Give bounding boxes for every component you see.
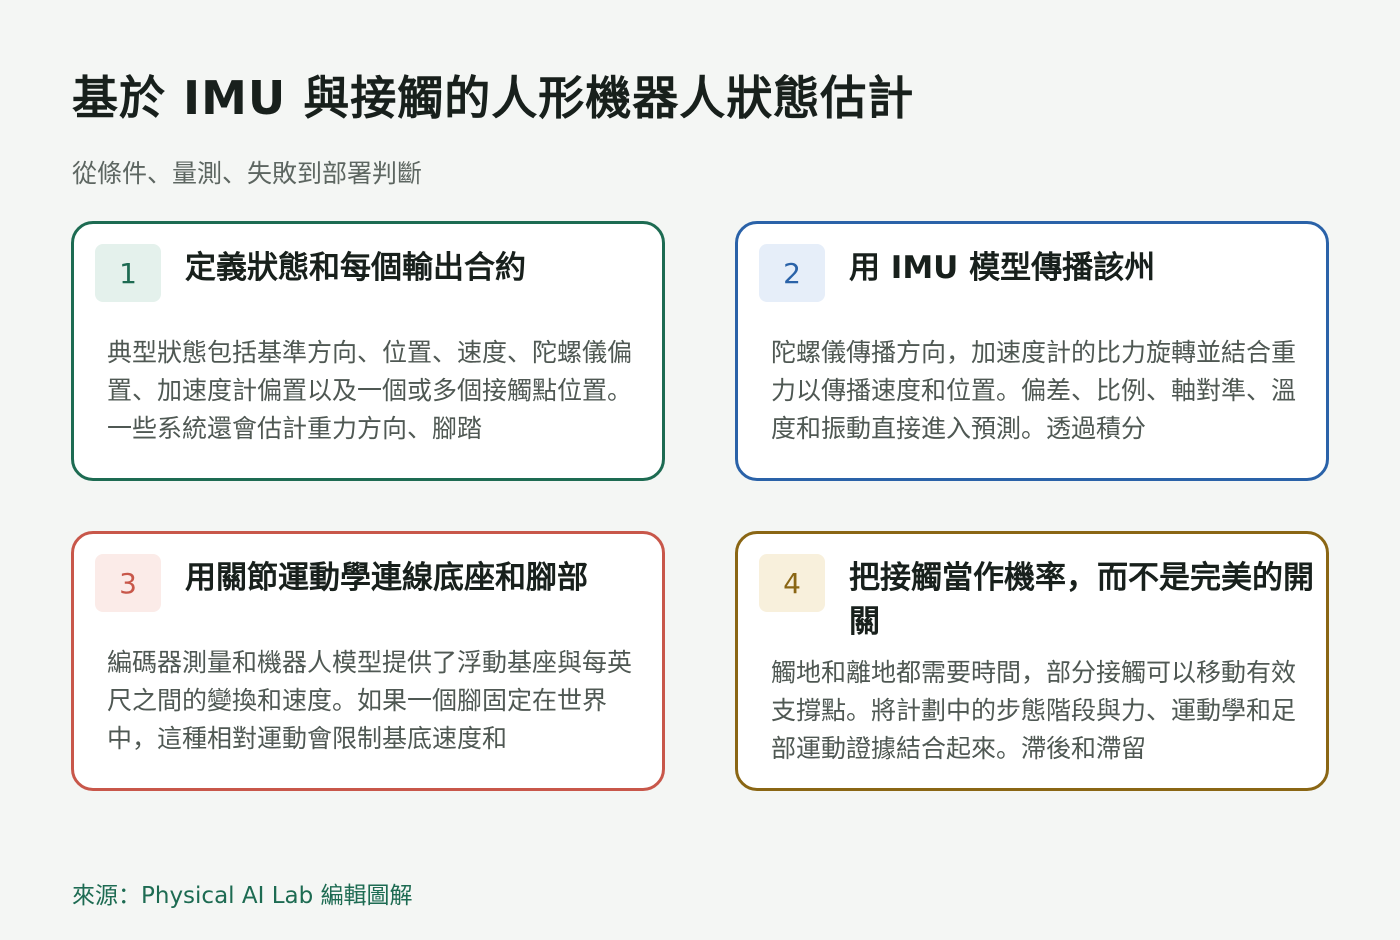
step-description: 典型狀態包括基準方向、位置、速度、陀螺儀偏置、加速度計偏置以及一個或多個接觸點位… xyxy=(107,338,633,443)
step-number-badge: 1 xyxy=(95,244,161,302)
step-title: 用關節運動學連線底座和腳部 xyxy=(185,560,588,596)
step-number-badge: 2 xyxy=(759,244,825,302)
page-subtitle: 從條件、量測、失敗到部署判斷 xyxy=(72,159,423,188)
step-card-3: 3 用關節運動學連線底座和腳部 編碼器測量和機器人模型提供了浮動基座與每英尺之間… xyxy=(71,531,665,791)
step-title: 定義狀態和每個輸出合約 xyxy=(185,250,526,286)
page-title: 基於 IMU 與接觸的人形機器人狀態估計 xyxy=(72,71,915,125)
step-card-1: 1 定義狀態和每個輸出合約 典型狀態包括基準方向、位置、速度、陀螺儀偏置、加速度… xyxy=(71,221,665,481)
step-description: 觸地和離地都需要時間，部分接觸可以移動有效支撐點。將計劃中的步態階段與力、運動學… xyxy=(771,658,1297,763)
step-description: 陀螺儀傳播方向，加速度計的比力旋轉並結合重力以傳播速度和位置。偏差、比例、軸對準… xyxy=(771,338,1297,443)
step-card-2: 2 用 IMU 模型傳播該州 陀螺儀傳播方向，加速度計的比力旋轉並結合重力以傳播… xyxy=(735,221,1329,481)
step-title: 用 IMU 模型傳播該州 xyxy=(849,250,1156,286)
step-description: 編碼器測量和機器人模型提供了浮動基座與每英尺之間的變換和速度。如果一個腳固定在世… xyxy=(107,648,633,753)
source-credit: 來源：Physical AI Lab 編輯圖解 xyxy=(72,883,413,909)
step-number-badge: 4 xyxy=(759,554,825,612)
step-card-4: 4 把接觸當作機率，而不是完美的開關 觸地和離地都需要時間，部分接觸可以移動有效… xyxy=(735,531,1329,791)
step-number-badge: 3 xyxy=(95,554,161,612)
step-title: 把接觸當作機率，而不是完美的開關 xyxy=(849,560,1314,640)
